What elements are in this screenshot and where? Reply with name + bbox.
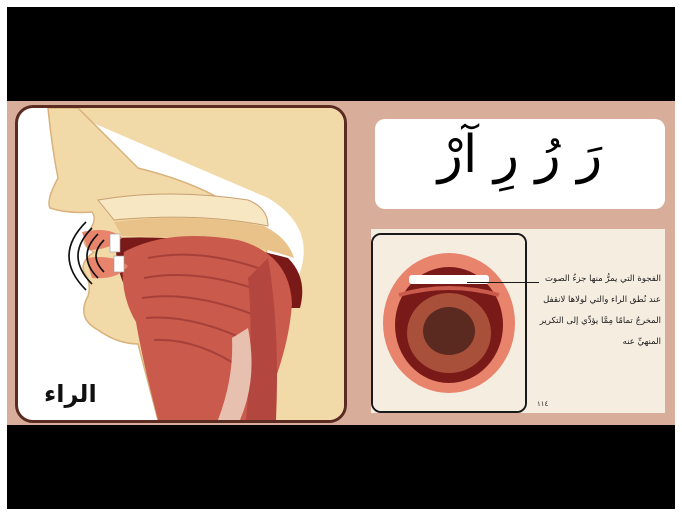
head-cross-section-illustration bbox=[18, 108, 344, 420]
mouth-description: الفجوة التي يمرُّ منها جزءُ الصوت عند نُ… bbox=[527, 269, 661, 353]
mouth-text-line: المخرجُ تمامًا مِمَّا يؤدِّي إلى التكرير bbox=[527, 311, 661, 332]
letters-panel: رَ رُ رِ آرْ bbox=[375, 119, 665, 209]
head-caption: الراء bbox=[44, 380, 97, 408]
video-frame[interactable]: الراء رَ رُ رِ آرْ الفجوة التي يمرُّ منه… bbox=[7, 7, 675, 509]
letters-text: رَ رُ رِ آرْ bbox=[375, 125, 665, 185]
head-cross-section-panel: الراء bbox=[15, 105, 347, 423]
slide: الراء رَ رُ رِ آرْ الفجوة التي يمرُّ منه… bbox=[7, 101, 675, 425]
mouth-panel: الفجوة التي يمرُّ منها جزءُ الصوت عند نُ… bbox=[371, 229, 665, 413]
mouth-frame bbox=[371, 233, 527, 413]
open-mouth-illustration bbox=[373, 235, 525, 411]
page-number: ١١٤ bbox=[537, 400, 548, 408]
mouth-text-line: عند نُطق الراء والتي لولاها لانقفل bbox=[527, 290, 661, 311]
mouth-text-line: الفجوة التي يمرُّ منها جزءُ الصوت bbox=[527, 269, 661, 290]
mouth-text-line: المنهيِّ عنه bbox=[527, 332, 661, 353]
